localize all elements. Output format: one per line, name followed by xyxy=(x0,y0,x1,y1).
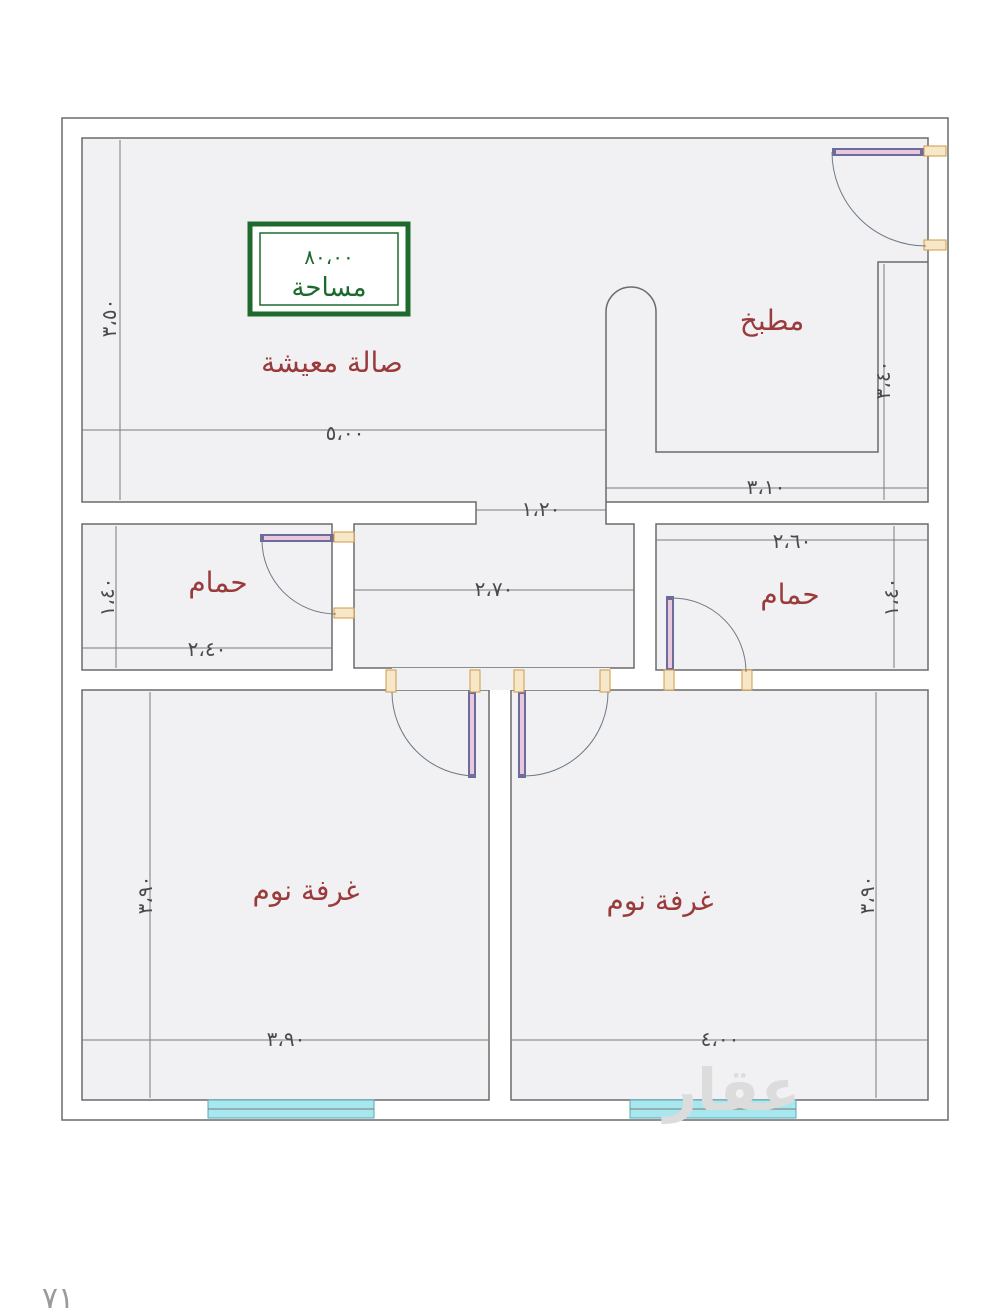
area-box: ٨٠،٠٠ مساحة xyxy=(247,221,411,317)
area-box-inner xyxy=(259,232,399,306)
room-label-bath-right: حمام xyxy=(760,578,819,611)
page-number: ٧١ xyxy=(42,1281,74,1313)
dim-living-height: ٣،٥٠ xyxy=(97,299,121,338)
dim-bath-left-width: ٢،٤٠ xyxy=(188,637,227,661)
door-kitchen-leaf-inner xyxy=(836,150,920,154)
dim-bath-left-height: ١،٤٠ xyxy=(95,578,119,617)
door-bath-right-jamb-2 xyxy=(741,669,753,691)
dim-kitchen-width: ٣،١٠ xyxy=(747,475,786,499)
door-kitchen-swing xyxy=(831,151,927,247)
door-bed-right-jamb-2 xyxy=(599,669,611,693)
dim-bed-right-height: ٣،٩٠ xyxy=(855,876,879,915)
bath-left-room xyxy=(81,523,333,671)
door-kitchen-jamb-2 xyxy=(923,239,947,251)
corridor-passage xyxy=(392,668,610,690)
bedroom-right-room xyxy=(510,689,929,1101)
dim-corridor-opening: ١،٢٠ xyxy=(522,497,561,521)
dim-bed-left-height: ٣،٩٠ xyxy=(133,876,157,915)
room-label-living: صالة معيشة xyxy=(261,346,403,379)
dim-corridor-width: ٢،٧٠ xyxy=(475,577,514,601)
door-bath-left-jamb xyxy=(333,531,355,543)
door-bath-left-jamb-2 xyxy=(333,607,355,619)
door-bed-right-leaf-inner xyxy=(520,694,524,774)
dim-bath-right-width: ٢،٦٠ xyxy=(773,529,812,553)
door-bath-right-swing xyxy=(671,597,747,673)
door-bed-left-swing xyxy=(391,691,477,777)
area-label: مساحة xyxy=(291,273,366,303)
door-bed-left-jamb-2 xyxy=(469,669,481,693)
dim-bath-right-height: ١،٤٠ xyxy=(879,578,903,617)
door-bed-left-jamb xyxy=(385,669,397,693)
dim-bed-right-width: ٤،٠٠ xyxy=(701,1027,740,1051)
door-bath-left-leaf-inner xyxy=(264,536,330,540)
door-bed-left-leaf-inner xyxy=(470,694,474,774)
room-label-kitchen: مطبخ xyxy=(740,304,805,337)
area-value: ٨٠،٠٠ xyxy=(304,245,353,269)
door-bath-right-leaf-inner xyxy=(668,600,672,668)
dim-living-width: ٥،٠٠ xyxy=(326,421,365,445)
door-bath-right-jamb xyxy=(663,669,675,691)
room-label-bath-left: حمام xyxy=(188,566,247,599)
room-label-bedroom-left: غرفة نوم xyxy=(253,874,360,907)
dimension-lines xyxy=(82,140,928,1098)
dim-bed-left-width: ٣،٩٠ xyxy=(267,1027,306,1051)
watermark: عقار xyxy=(661,1056,801,1124)
room-label-bedroom-right: غرفة نوم xyxy=(607,884,714,917)
door-bath-left-swing xyxy=(261,539,337,615)
dim-kitchen-height: ٣،٤٠ xyxy=(871,361,895,400)
area-box-outer xyxy=(247,221,411,317)
bath-right-room xyxy=(655,523,929,671)
door-bed-right-jamb xyxy=(513,669,525,693)
door-kitchen-jamb xyxy=(923,145,947,157)
door-bed-right-swing xyxy=(523,691,609,777)
